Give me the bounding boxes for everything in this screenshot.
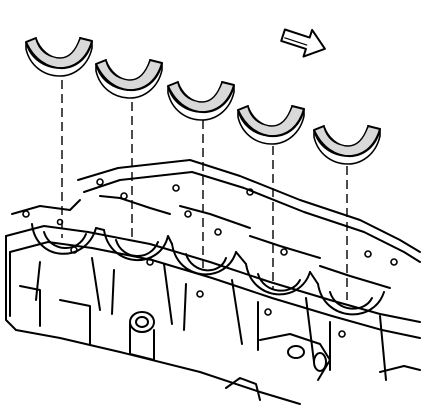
bearing-insert-4 — [237, 105, 305, 145]
forward-arrow-icon — [280, 28, 326, 58]
bearing-insert-2 — [95, 59, 163, 99]
bearing-insert-3 — [167, 81, 235, 121]
bearing-insert-1 — [25, 37, 93, 77]
bearing-inserts — [25, 37, 381, 165]
leader-lines — [61, 80, 348, 300]
bolt-holes — [22, 178, 398, 338]
bearing-insert-5 — [313, 125, 381, 165]
engine-block — [5, 159, 421, 405]
